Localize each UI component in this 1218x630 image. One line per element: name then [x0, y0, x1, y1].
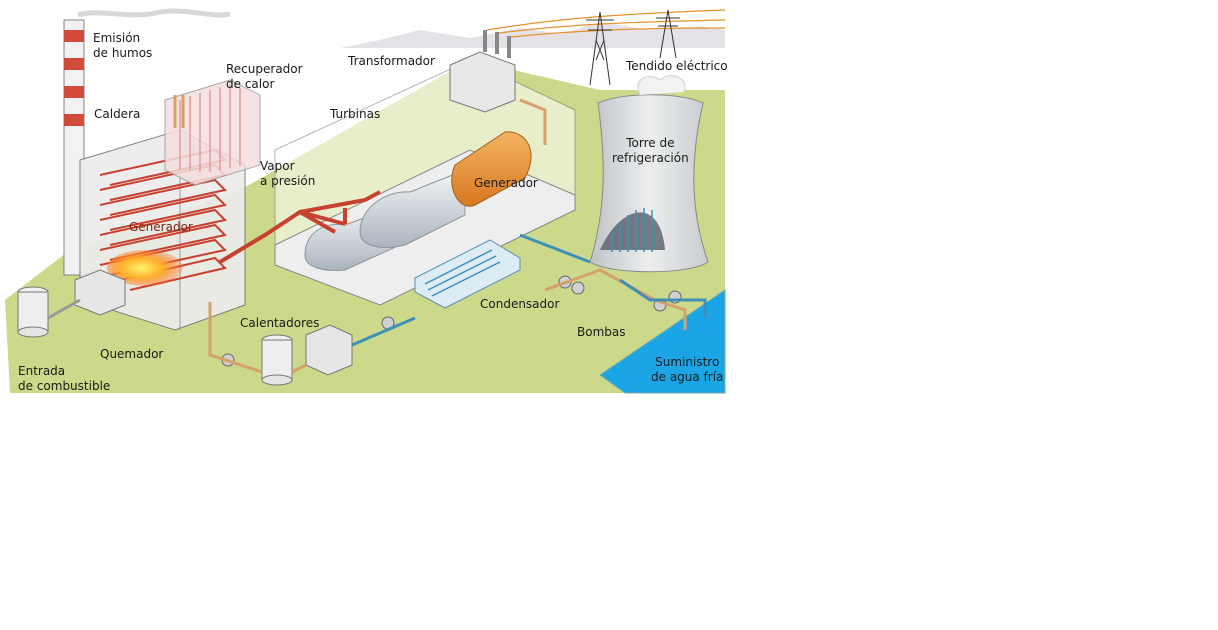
burner-flame [107, 250, 183, 286]
label-condensador: Condensador [480, 297, 560, 311]
label-generador-turbina: Generador [474, 176, 538, 190]
heater-tank [261, 334, 293, 386]
fuel-tank [17, 286, 81, 338]
label-caldera: Caldera [94, 107, 141, 121]
label-transformador: Transformador [348, 54, 435, 68]
transformer [449, 30, 516, 113]
condenser [414, 239, 521, 309]
cold-water-pipes [351, 233, 707, 347]
label-turbinas: Turbinas [330, 107, 381, 121]
label-bombas: Bombas [577, 325, 626, 339]
label-generador-caldera: Generador [129, 220, 193, 234]
label-calentadores: Calentadores [240, 316, 320, 330]
pylons [586, 9, 680, 86]
power-lines [486, 9, 726, 38]
label-tendido-electrico: Tendido eléctrico [626, 59, 728, 73]
water-supply [599, 289, 726, 394]
turbine-generator [451, 131, 532, 207]
label-quemador: Quemador [100, 347, 164, 361]
turbine-hall [274, 59, 576, 306]
chimney [63, 8, 231, 276]
heat-recovery-unit [164, 79, 261, 186]
heater-box [305, 324, 353, 376]
cooling-tower [589, 75, 709, 273]
burner-unit [74, 269, 126, 316]
steam-pipes [218, 190, 381, 264]
